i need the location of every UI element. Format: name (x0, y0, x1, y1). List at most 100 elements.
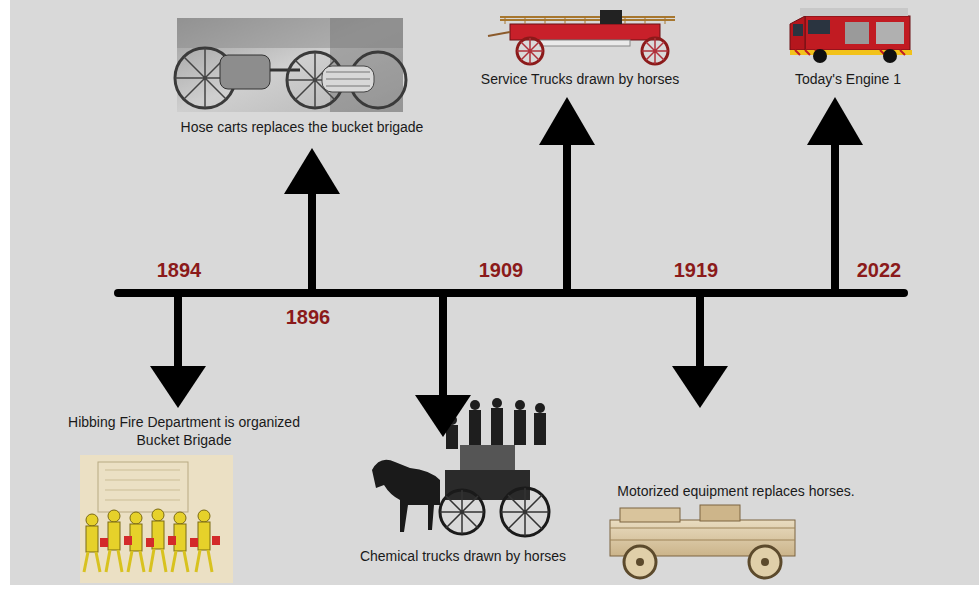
fire-engine-picture-part (876, 22, 904, 44)
service-truck-picture-part (505, 17, 665, 24)
chemical-truck-picture-part (501, 488, 549, 536)
bucket-brigade-picture-part-part (174, 512, 186, 524)
bucket-brigade-picture-part-part (108, 522, 120, 550)
bucket-brigade-picture-part-part (198, 522, 210, 550)
bucket-brigade-picture-part-part (146, 538, 154, 547)
service-truck-picture (488, 10, 675, 64)
service-truck-picture-part (642, 38, 668, 64)
timeline-axis-part (563, 143, 571, 293)
fire-engine-picture-part (793, 24, 803, 36)
bucket-brigade-picture-part-part (108, 510, 120, 522)
timeline-axis (118, 97, 904, 437)
timeline-axis-part (174, 293, 182, 368)
timeline-axis-part (150, 366, 206, 408)
timeline-axis-part (831, 143, 839, 293)
service-truck-picture-part (540, 40, 630, 46)
chemical-truck-picture-part-part (469, 410, 481, 445)
hose-cart-photo-part (270, 69, 300, 72)
service-truck-picture-part (517, 38, 543, 64)
service-truck-picture-part (642, 38, 668, 64)
chemical-truck-picture-part (460, 445, 515, 470)
fire-engine-picture-part (883, 49, 897, 63)
chemical-truck-picture-part (440, 490, 484, 534)
event-caption: Service Trucks drawn by horses (481, 71, 679, 89)
service-truck-picture-part (517, 38, 543, 64)
chemical-truck-picture-part-part (535, 403, 545, 413)
chemical-truck-picture-part (440, 490, 484, 534)
fire-engine-picture-part (813, 49, 827, 63)
hose-cart-photo-part (330, 18, 403, 112)
fire-engine-picture-part (805, 16, 910, 50)
year-label: 1909 (479, 258, 524, 283)
chemical-truck-picture-part-part (491, 408, 503, 445)
service-truck-picture-part (500, 17, 675, 20)
timeline-axis-part (118, 289, 904, 297)
service-truck-picture-part (600, 10, 622, 24)
service-truck-picture-part (488, 32, 510, 36)
bucket-brigade-picture-part (80, 455, 233, 583)
timeline-axis-part (539, 97, 595, 145)
bucket-brigade-picture-part (100, 536, 220, 547)
hose-cart-photo-part (326, 72, 370, 86)
timeline-axis-part (415, 395, 471, 437)
bucket-brigade-picture-part (84, 509, 212, 572)
chemical-truck-picture-part-part (515, 400, 525, 410)
event-caption: Hibbing Fire Department is organized Buc… (59, 414, 309, 449)
motorized-engine-picture-part (761, 558, 769, 566)
motorized-engine-picture-part (624, 546, 656, 578)
timeline-axis-part (439, 293, 447, 397)
motorized-engine-picture-part (700, 505, 740, 521)
chemical-truck-picture (372, 398, 549, 536)
event-caption: Today's Engine 1 (795, 71, 901, 89)
chemical-truck-picture-part-part (470, 400, 480, 410)
timeline-axis-part (308, 192, 316, 293)
bucket-brigade-picture-part-part (86, 514, 98, 526)
bucket-brigade-picture-part-part (100, 538, 108, 547)
chemical-truck-picture-part-part (514, 410, 526, 445)
bucket-brigade-picture-part-part (212, 536, 220, 545)
bucket-brigade-picture (80, 455, 233, 583)
hose-cart-photo (175, 18, 406, 112)
bucket-brigade-picture-part-part (198, 510, 210, 522)
bucket-brigade-picture-part-part (84, 549, 212, 572)
fire-engine-picture-part (845, 22, 869, 44)
year-label: 1919 (674, 258, 719, 283)
fire-engine-picture-part (790, 16, 805, 50)
bucket-brigade-picture-part (98, 462, 188, 512)
bucket-brigade-picture-part-part (190, 538, 198, 547)
hose-cart-photo-part (322, 66, 374, 92)
fire-engine-picture (790, 8, 912, 63)
event-caption: Chemical trucks drawn by horses (360, 548, 566, 566)
motorized-engine-picture-part (749, 546, 781, 578)
timeline-axis-part (696, 293, 704, 368)
bucket-brigade-picture-part-part (124, 536, 132, 545)
motorized-engine-picture (610, 505, 795, 578)
fire-engine-picture-part (800, 8, 908, 16)
hose-cart-photo-part (220, 55, 270, 89)
chemical-truck-picture-part (501, 488, 549, 536)
timeline-axis-part (807, 97, 863, 145)
fire-engine-picture-part (808, 20, 830, 34)
bucket-brigade-picture-part (105, 470, 180, 500)
year-label: 2022 (857, 258, 902, 283)
timeline-axis-part (284, 148, 340, 194)
chemical-truck-picture-part (445, 470, 530, 500)
motorized-engine-picture-part (610, 528, 795, 540)
event-caption: Hose carts replaces the bucket brigade (181, 119, 424, 137)
hose-cart-photo-part (177, 18, 403, 112)
year-label: 1894 (157, 258, 202, 283)
bucket-brigade-picture-part-part (130, 512, 142, 524)
chemical-truck-picture-part-part (534, 413, 546, 445)
motorized-engine-picture-part (620, 508, 680, 522)
background (10, 0, 979, 585)
chemical-truck-picture-part (372, 460, 440, 532)
bucket-brigade-picture-part-part (168, 536, 176, 545)
year-label: 1896 (286, 305, 331, 330)
event-caption: Motorized equipment replaces horses. (617, 483, 854, 501)
timeline-axis-part (672, 366, 728, 408)
chemical-truck-picture-part-part (492, 398, 502, 408)
bucket-brigade-picture-part-part (86, 526, 98, 552)
